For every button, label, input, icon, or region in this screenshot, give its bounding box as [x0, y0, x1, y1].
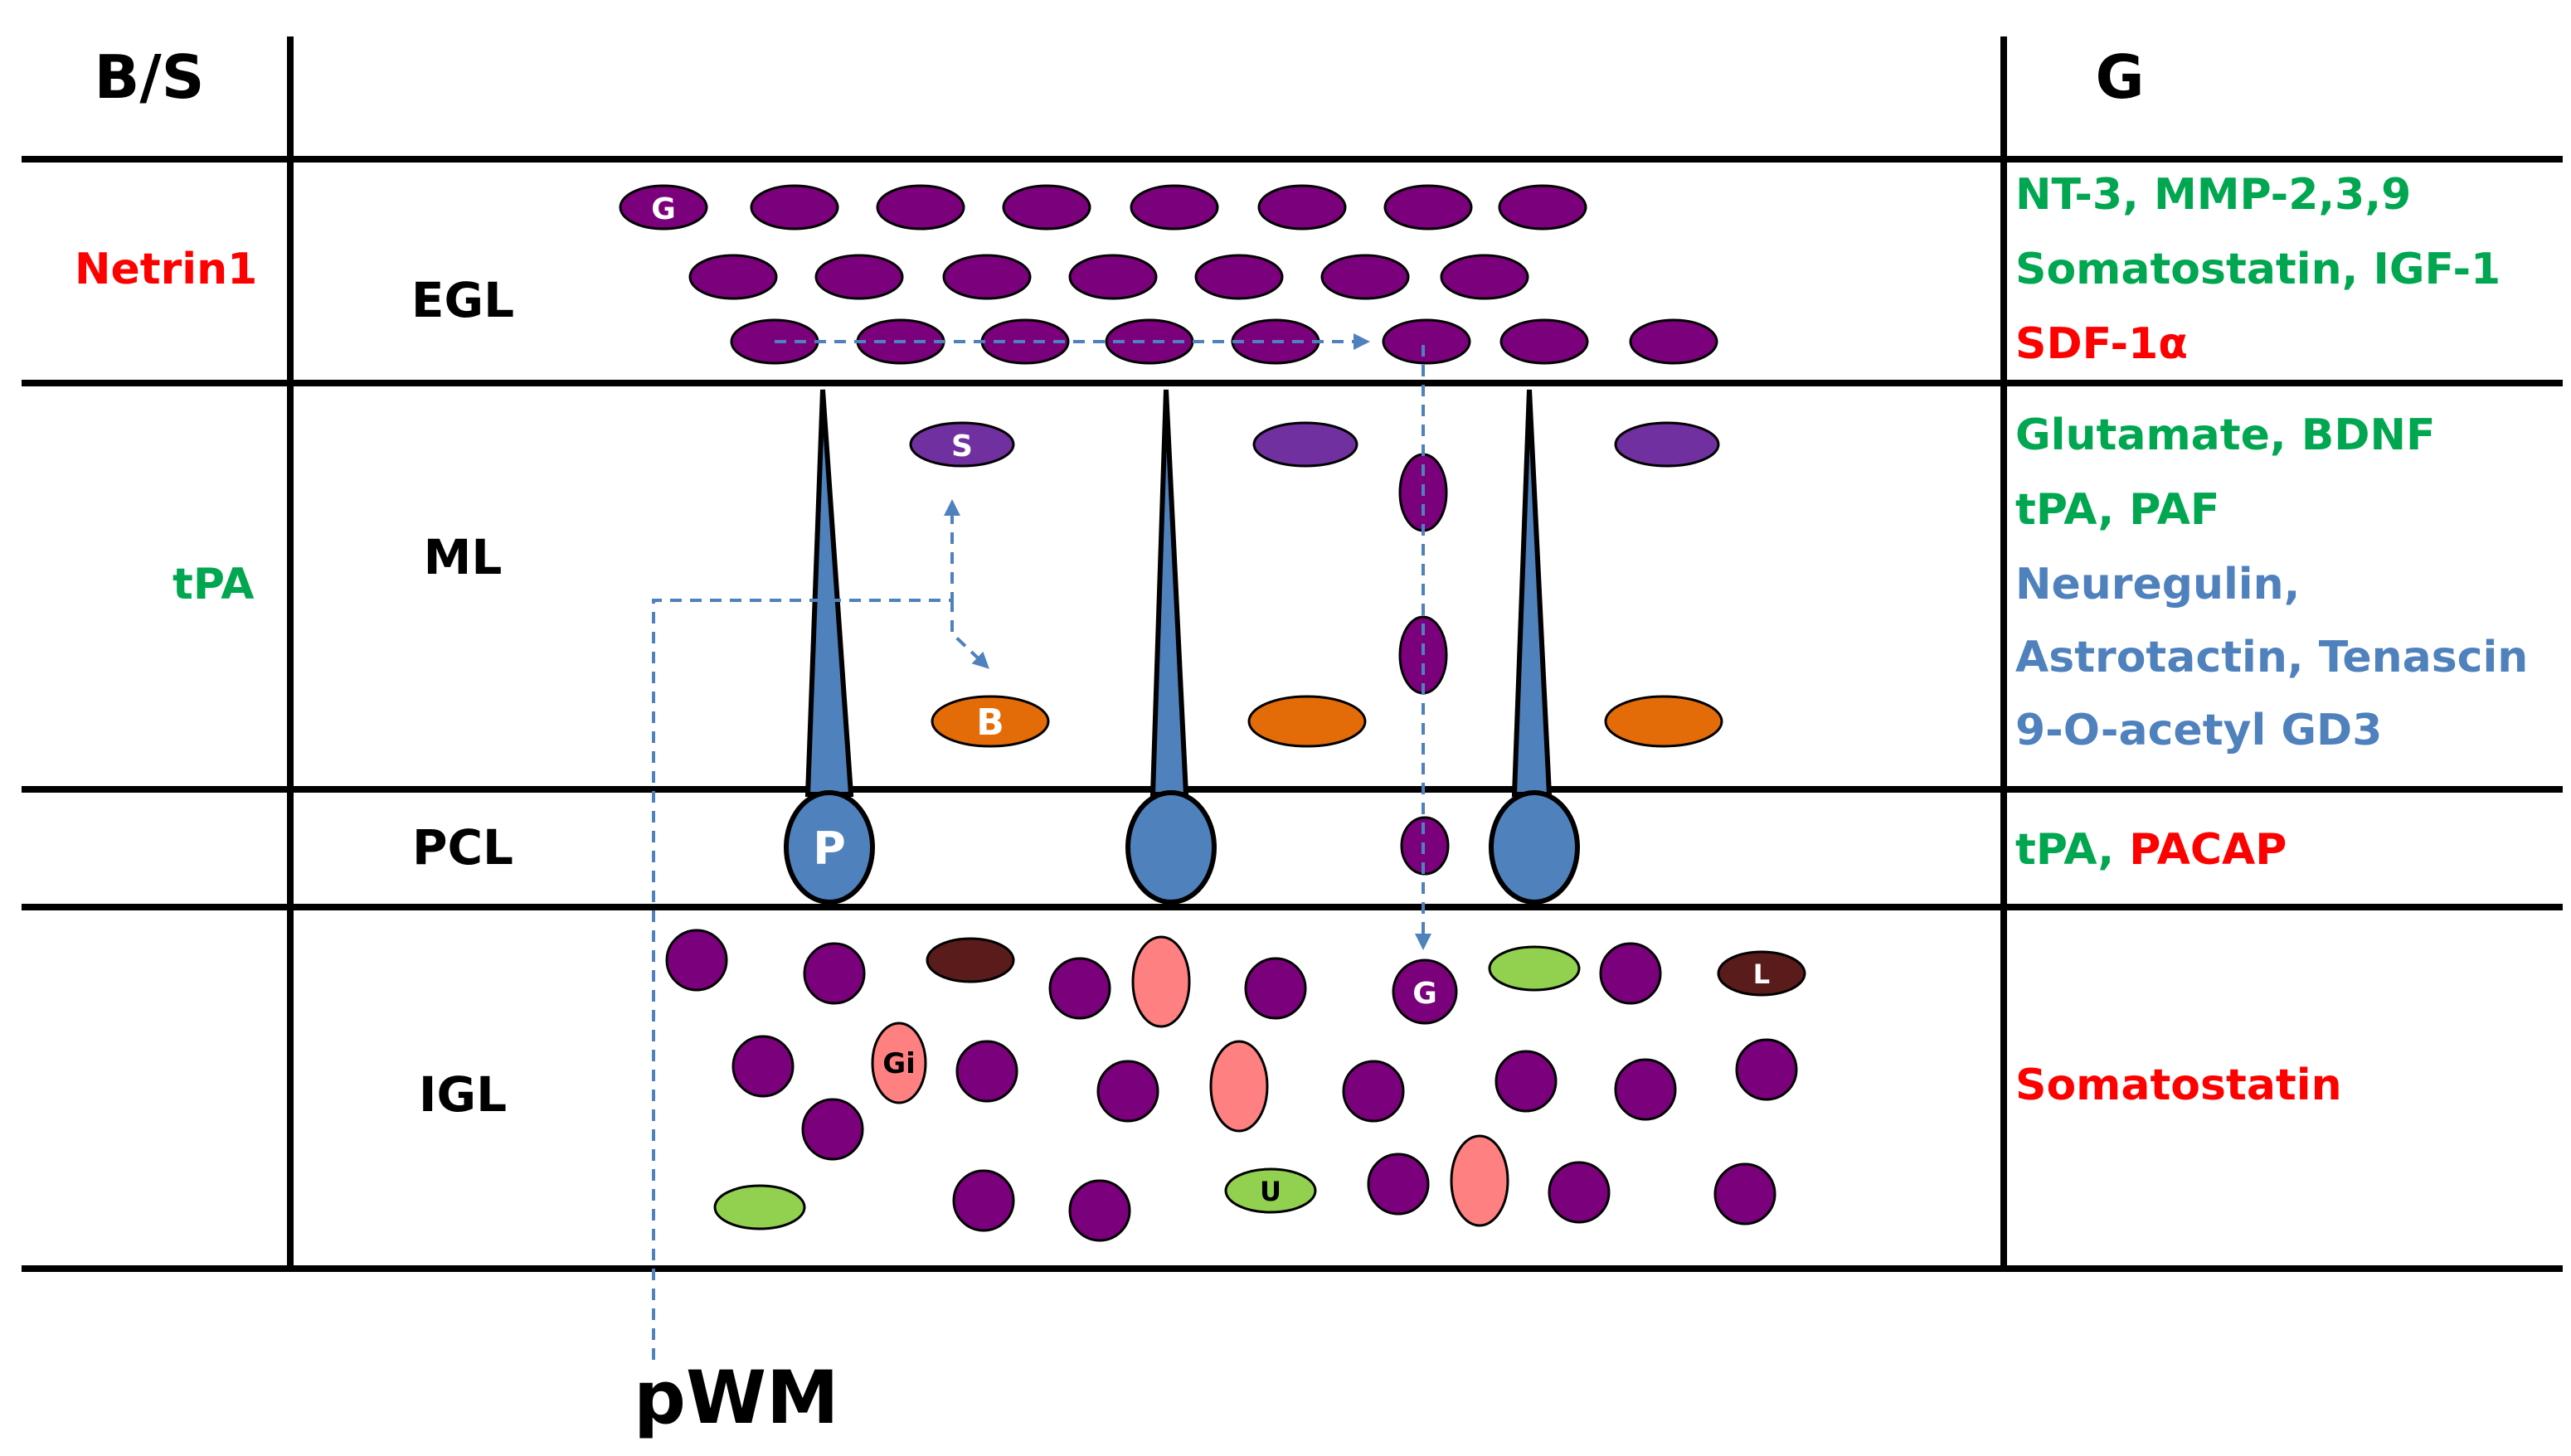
golgi-label: Gi [882, 1047, 916, 1080]
stellate-cell [1614, 421, 1720, 468]
igl-granule-cell [1494, 1050, 1558, 1113]
purkinje-soma [1489, 790, 1580, 905]
egl-granule-cell [688, 254, 778, 300]
igl-granule-cell [731, 1035, 795, 1098]
migration-arrows [652, 333, 1431, 1360]
stellate-label: S [951, 430, 973, 463]
unipolar-brush-cell [1488, 945, 1581, 992]
igl-granule-cell [1096, 1060, 1159, 1123]
egl-granule-cell [1383, 184, 1473, 231]
right-factor-egl-2: Somatostatin, IGF-1 [2015, 245, 2501, 294]
unipolar-brush-cell [713, 1184, 806, 1230]
igl-cells [665, 929, 1806, 1242]
egl-granule-cell [1498, 184, 1587, 231]
igl-granule-cell [1735, 1038, 1798, 1101]
golgi-cell [1209, 1040, 1269, 1133]
egl-granule-cell [1068, 254, 1158, 300]
right-factor-egl-1: NT-3, MMP-2,3,9 [2015, 170, 2411, 220]
igl-granule-cell [1548, 1161, 1611, 1224]
basket-label: B [976, 701, 1004, 744]
purkinje-soma [1125, 790, 1217, 905]
igl-granule-cell [1367, 1153, 1430, 1216]
pwm-label: pWM [634, 1355, 839, 1440]
right-factors: NT-3, MMP-2,3,9 Somatostatin, IGF-1 SDF-… [2015, 170, 2528, 1110]
egl-granule-cell [1382, 318, 1471, 365]
right-factor-egl-3: SDF-1α [2015, 319, 2188, 369]
egl-granule-cell [1002, 184, 1091, 231]
igl-granule-cell [1244, 957, 1307, 1020]
igl-granule-cell [1048, 957, 1111, 1020]
purkinje-label: P [813, 823, 846, 875]
egl-granule-cell [1130, 184, 1219, 231]
basket-cell [1604, 695, 1723, 748]
egl-granule-label: G [651, 192, 676, 226]
purkinje-cells [784, 389, 1580, 905]
golgi-cell [871, 1022, 927, 1104]
right-factor-ml-1: Glutamate, BDNF [2015, 410, 2436, 460]
egl-granule-cell [1257, 184, 1347, 231]
header-right-label: G [2095, 42, 2144, 112]
layer-name-ml: ML [424, 529, 503, 585]
layer-name-igl: IGL [419, 1066, 507, 1123]
igl-granule-cell [1614, 1058, 1677, 1121]
lugaro-label: L [1753, 959, 1770, 990]
header-left-label: B/S [94, 42, 204, 112]
egl-granule-cells [619, 184, 1718, 365]
unipolar-brush-cell [1224, 1167, 1317, 1214]
right-factor-igl-1: Somatostatin [2015, 1060, 2342, 1110]
egl-granule-cell [750, 184, 839, 231]
igl-granule-cell [1342, 1060, 1405, 1123]
egl-granule-cell [1194, 254, 1284, 300]
purkinje-soma [784, 790, 875, 905]
basket-cell [931, 695, 1050, 748]
right-factor-ml-3: Neuregulin, [2015, 560, 2300, 609]
unipolar-brush-label: U [1260, 1176, 1281, 1207]
table-grid [22, 36, 2563, 1272]
egl-granule-cell [814, 254, 904, 300]
igl-granule-label: G [1412, 977, 1437, 1011]
igl-granule-cell [1392, 959, 1458, 1025]
egl-granule-cell [942, 254, 1032, 300]
igl-granule-cell [803, 942, 866, 1005]
layer-name-pcl: PCL [412, 819, 513, 876]
igl-granule-cell [801, 1098, 864, 1161]
golgi-cell [1450, 1134, 1509, 1227]
egl-granule-cell [1499, 318, 1589, 365]
igl-granule-cell [952, 1169, 1015, 1232]
right-factor-pcl-1: tPA, PACAP [2015, 825, 2287, 875]
ml-interneurons [909, 421, 1723, 748]
lugaro-cell [926, 937, 1015, 983]
left-factor-ml: tPA [173, 560, 254, 609]
egl-granule-cell [876, 184, 965, 231]
lugaro-cell [1717, 950, 1806, 997]
igl-granule-cell [665, 929, 728, 992]
egl-granule-cell [1320, 254, 1410, 300]
basket-branch-arrow [950, 600, 989, 669]
egl-granule-cell [1440, 254, 1529, 300]
left-factor-egl: Netrin1 [75, 245, 257, 294]
egl-granule-cell [619, 184, 708, 231]
igl-granule-cell [1713, 1162, 1776, 1225]
layer-name-egl: EGL [411, 272, 514, 328]
purkinje-dendrite [1511, 389, 1553, 797]
stellate-cell [1252, 421, 1358, 468]
purkinje-dendrite [804, 389, 854, 797]
right-factor-ml-4: Astrotactin, Tenascin [2015, 633, 2528, 682]
right-factor-ml-2: tPA, PAF [2015, 485, 2219, 535]
pwm-interneuron-arrow [652, 499, 960, 1360]
igl-granule-cell [1599, 942, 1662, 1005]
purkinje-dendrite [1149, 389, 1189, 797]
egl-granule-cell [1629, 318, 1718, 365]
golgi-cell [1131, 935, 1191, 1028]
right-factor-ml-5: 9-O-acetyl GD3 [2015, 706, 2382, 755]
igl-granule-cell [1068, 1179, 1131, 1242]
basket-cell [1247, 695, 1367, 748]
igl-granule-cell [955, 1040, 1018, 1103]
stellate-cell [909, 421, 1015, 468]
